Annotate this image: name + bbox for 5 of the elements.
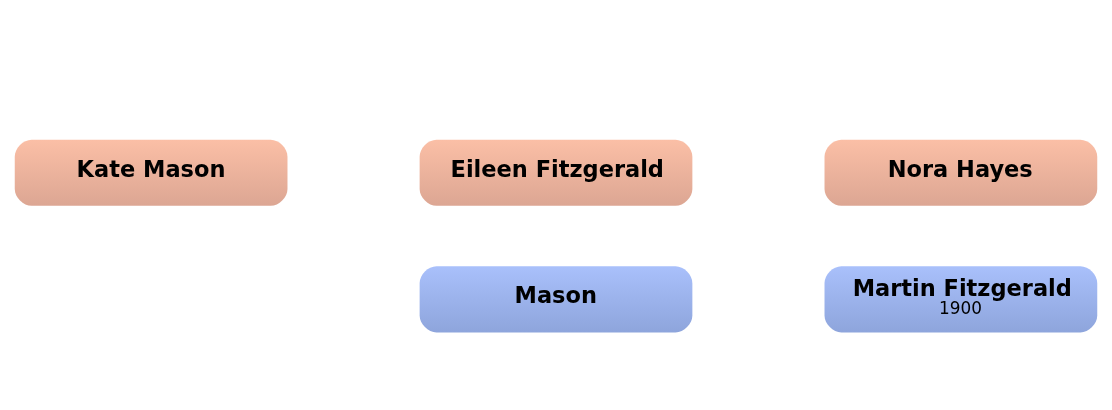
node-box: Nora Hayes [824,139,1098,206]
node-box: Kate Mason [14,139,288,206]
node-box: Martin Fitzgerald 1900 [824,265,1098,332]
node-box: Eileen Fitzgerald [419,139,693,206]
node-box: Mason [419,265,693,332]
